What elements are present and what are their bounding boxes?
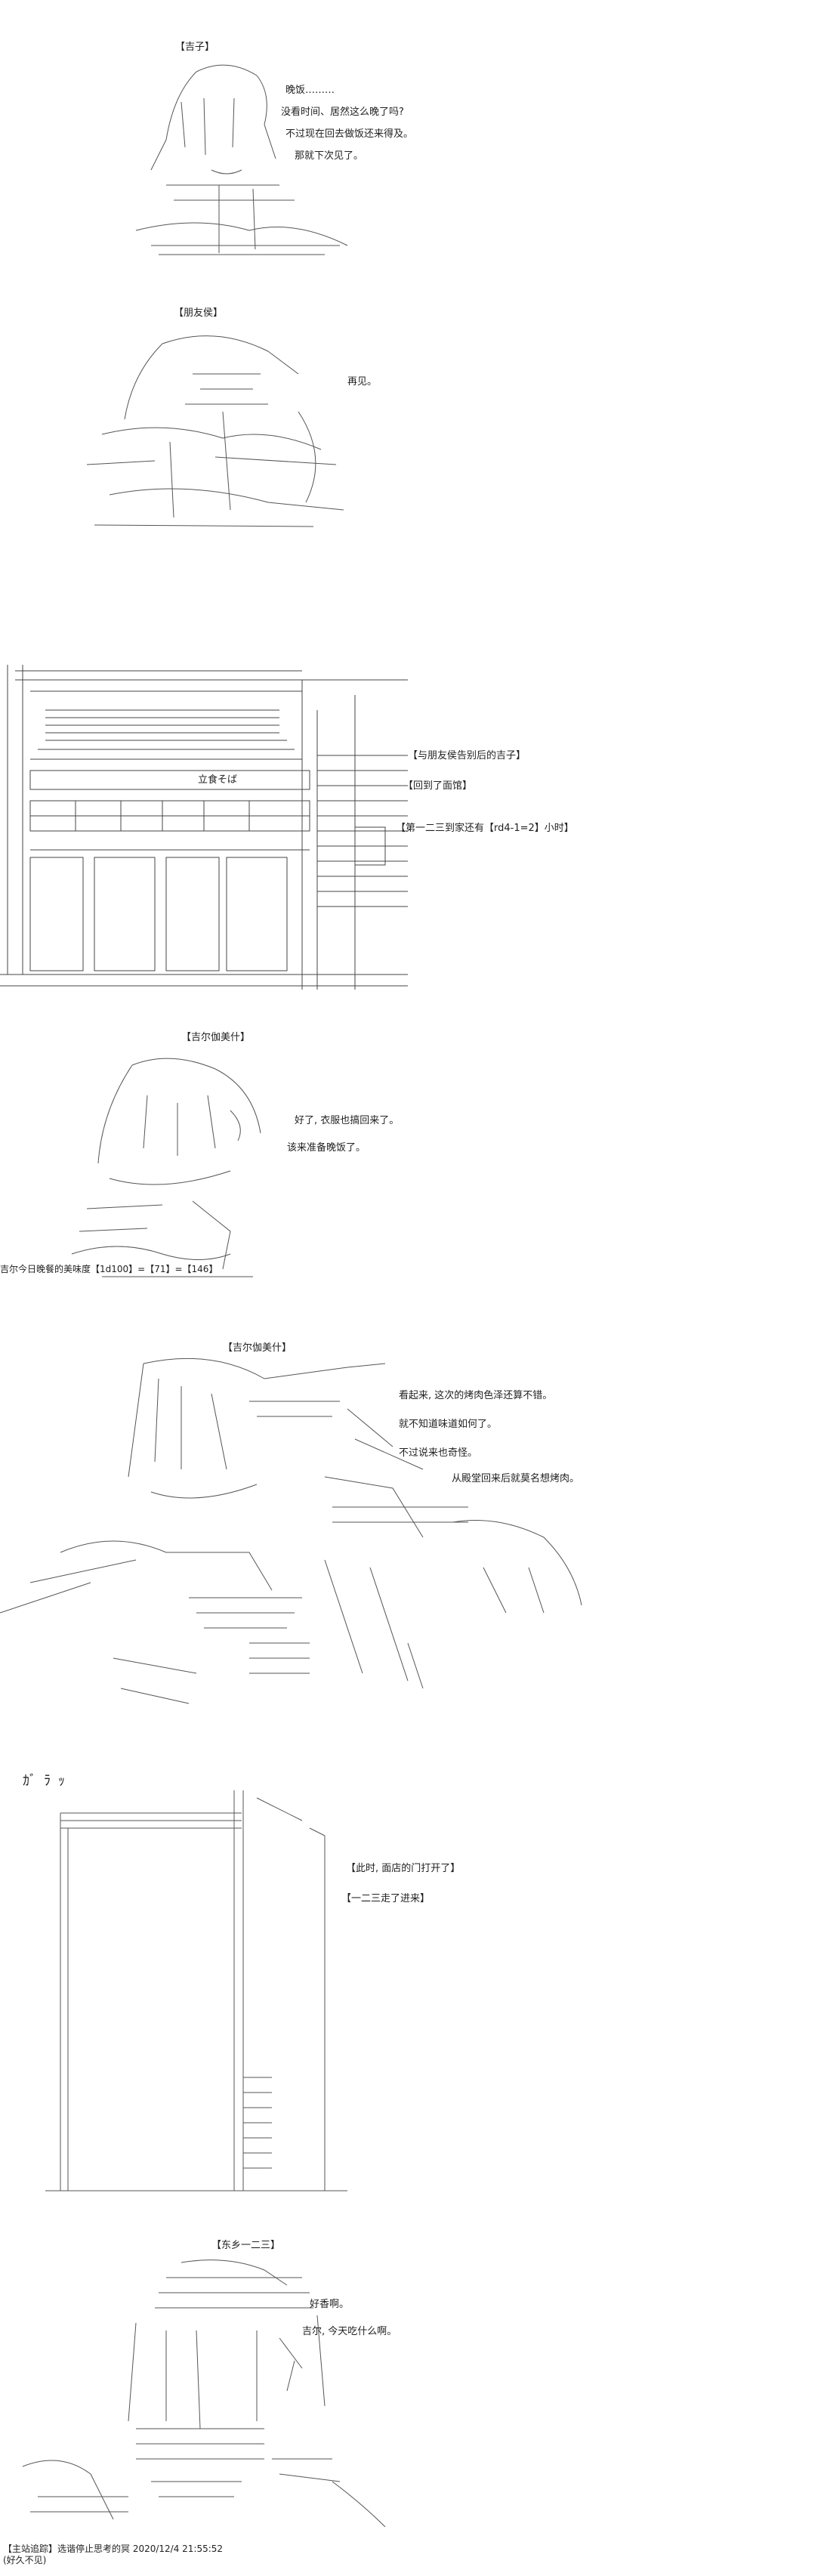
footer-line: (好久不见) xyxy=(3,2555,47,2565)
aa-art-door xyxy=(45,1790,347,2198)
dialogue-line: 再见。 xyxy=(347,376,378,388)
dialogue-box: 再见。 xyxy=(347,376,377,398)
panel-door-opens: ｶﾞﾗｯ 【此时, 面店的门打开了】 【一二三走了进来】 xyxy=(0,1760,827,2213)
narration-line: 【第一二三到家还有【rd4-1=2】小时】 xyxy=(396,823,574,834)
narration-box: 【此时, 面店的门打开了】 【一二三走了进来】 xyxy=(341,1863,461,1915)
aa-art-yoshiko xyxy=(121,57,363,268)
panel-gilgamesh-1: 【吉尔伽美什】 好了, 衣服也搞回来了。 该来准备晚饭了。 吉尔今日晚餐的美味度… xyxy=(0,1020,827,1307)
dialogue-box: 好了, 衣服也搞回来了。 该来准备晚饭了。 xyxy=(287,1115,400,1164)
dialogue-line: 好香啊。 xyxy=(310,2299,350,2310)
narration-line: 【与朋友侯告别后的吉子】 xyxy=(408,750,526,761)
dialogue-line: 看起来, 这次的烤肉色泽还算不错。 xyxy=(399,1390,553,1401)
aa-art-gilgamesh-1 xyxy=(57,1050,306,1292)
dialogue-line: 从殿堂回来后就莫名想烤肉。 xyxy=(452,1473,580,1484)
sound-effect-text: ｶﾞﾗｯ xyxy=(23,1773,73,1789)
footer-line: 【主站追踪】选谐停止思考的冥 2020/12/4 21:55:52 xyxy=(3,2544,224,2554)
speaker-name-label: 【吉尔伽美什】 xyxy=(223,1342,292,1354)
panel-hifumi: 【东乡一二三】 好香啊。 吉尔, 今天吃什么啊。 xyxy=(0,2229,827,2538)
shop-sign-text: 立食そば xyxy=(198,774,238,786)
dice-roll-result: 吉尔今日晚餐的美味度【1d100】=【71】=【146】 xyxy=(0,1264,218,1274)
narration-line: 【一二三走了进来】 xyxy=(341,1893,430,1904)
dialogue-line: 不过现在回去做饭还来得及。 xyxy=(285,128,414,140)
speaker-name-label: 【朋友侯】 xyxy=(174,307,224,319)
aa-art-hifumi xyxy=(15,2255,393,2527)
speaker-name-label: 【吉尔伽美什】 xyxy=(181,1032,251,1043)
narration-line: 【此时, 面店的门打开了】 xyxy=(346,1863,461,1874)
dialogue-line: 好了, 衣服也搞回来了。 xyxy=(295,1115,400,1126)
footer-credit: 【主站追踪】选谐停止思考的冥 2020/12/4 21:55:52 (好久不见) xyxy=(3,2544,223,2566)
panel-noodle-shop: 立食そば 【与朋友侯告别后的吉子】 【回到了面馆】 【第一二三到家还有【rd4-… xyxy=(0,665,827,990)
dialogue-box: 晚饭……… 没看时间、居然这么晚了吗? 不过现在回去做饭还来得及。 那就下次见了… xyxy=(281,85,414,172)
panel-gilgamesh-2: 【吉尔伽美什】 看起来, 这次的烤肉色泽还算不错。 就不知道味道如何了。 不过说… xyxy=(0,1318,827,1749)
panel-friend: 【朋友侯】 再见。 xyxy=(0,298,827,548)
dialogue-line: 该来准备晚饭了。 xyxy=(287,1142,366,1154)
aa-art-friend xyxy=(72,329,359,540)
dialogue-line: 那就下次见了。 xyxy=(295,150,364,162)
dialogue-line: 就不知道味道如何了。 xyxy=(399,1419,498,1430)
dialogue-line: 吉尔, 今天吃什么啊。 xyxy=(302,2326,397,2337)
dialogue-line: 晚饭……… xyxy=(285,85,335,96)
dialogue-line: 没看时间、居然这么晚了吗? xyxy=(281,107,404,118)
panel-yoshiko: 【吉子】 晚饭……… 没看时间、居然这么晚了吗? 不过现在回去做饭还来得及。 那… xyxy=(0,0,827,272)
dialogue-box: 好香啊。 吉尔, 今天吃什么啊。 xyxy=(302,2299,397,2348)
dialogue-box: 看起来, 这次的烤肉色泽还算不错。 就不知道味道如何了。 不过说来也奇怪。 从殿… xyxy=(399,1390,579,1495)
aa-art-shop-building xyxy=(0,665,408,990)
speaker-name-label: 【东乡一二三】 xyxy=(211,2240,281,2251)
dialogue-line: 不过说来也奇怪。 xyxy=(399,1447,478,1459)
narration-box: 【与朋友侯告别后的吉子】 【回到了面馆】 【第一二三到家还有【rd4-1=2】小… xyxy=(396,750,574,845)
narration-line: 【回到了面馆】 xyxy=(403,780,473,792)
aa-art-gilgamesh-2 xyxy=(0,1356,589,1719)
speaker-name-label: 【吉子】 xyxy=(175,42,215,53)
